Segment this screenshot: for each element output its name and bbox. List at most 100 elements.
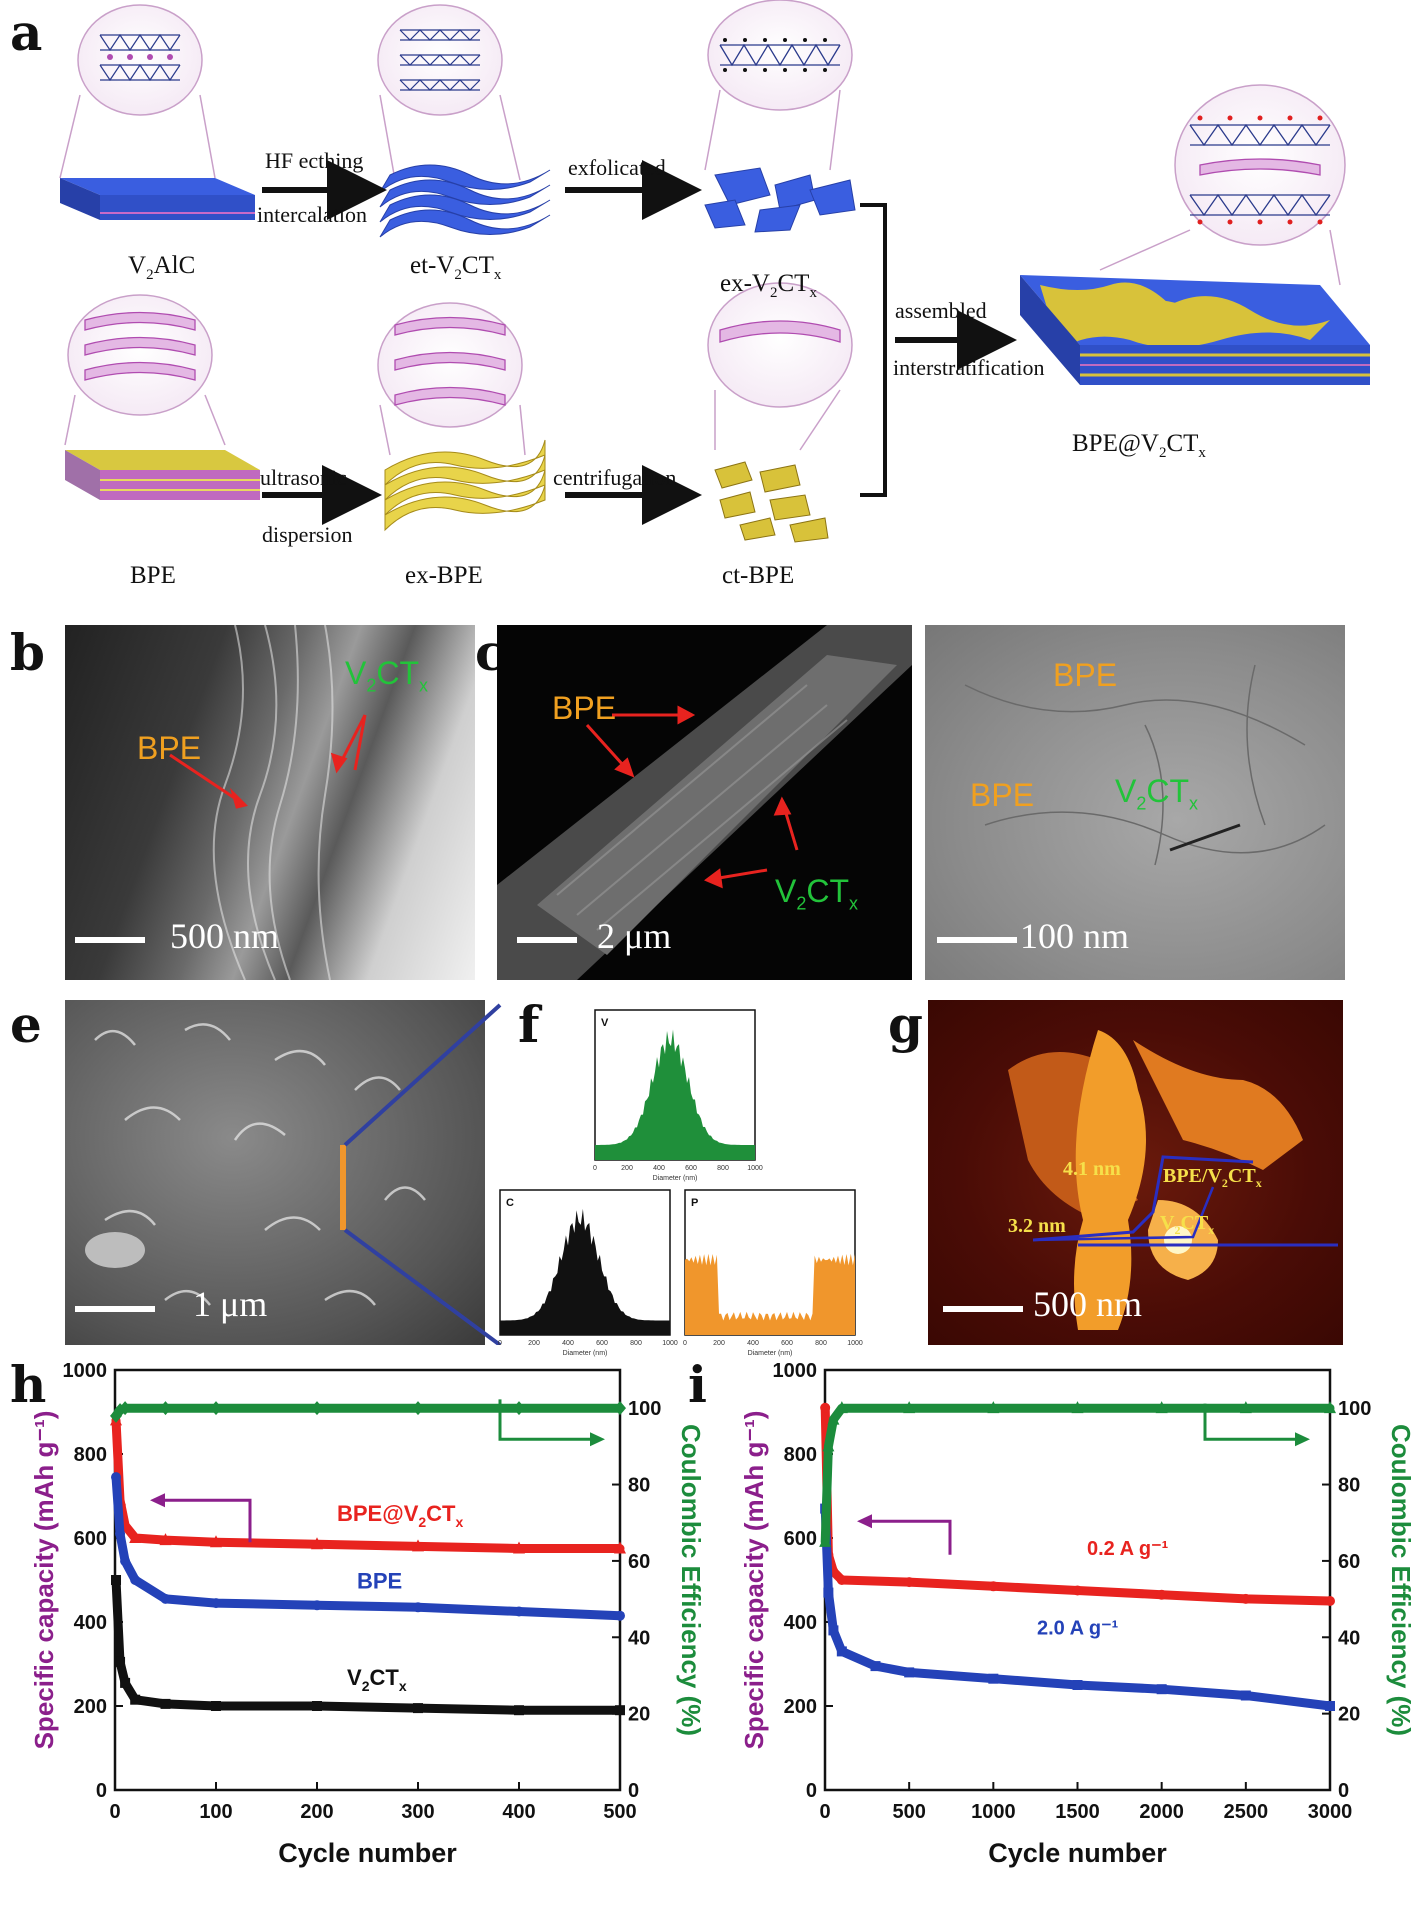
data-point	[615, 1705, 625, 1715]
tem-d-bpe-label-1: BPE	[1053, 657, 1117, 694]
eds-tick-label: 800	[717, 1165, 729, 1172]
y2-tick-label: 0	[628, 1780, 639, 1802]
step-interstratification: interstratification	[893, 355, 1045, 380]
et-v2ctx-shape	[380, 165, 550, 237]
x-tick-label: 1500	[1055, 1801, 1100, 1823]
data-point	[161, 1594, 171, 1604]
x-tick-label: 200	[300, 1801, 333, 1823]
eds-tick-label: 200	[713, 1340, 725, 1347]
x-tick-label: 0	[819, 1801, 830, 1823]
data-point	[871, 1661, 881, 1671]
v2alc-block	[60, 178, 255, 220]
data-point	[1157, 1684, 1167, 1694]
y2-tick-label: 60	[1338, 1551, 1360, 1573]
afm-image-g: 4.1 nm 3.2 nm BPE/V2CTx V2CTx 500 nm	[928, 1000, 1343, 1345]
annotation-v2ctx: V2CTx	[347, 1665, 407, 1694]
process-arrows	[262, 190, 1005, 495]
x-tick-label: 500	[892, 1801, 925, 1823]
step-hf-etching: HF ecthing	[265, 148, 363, 173]
data-point	[514, 1607, 524, 1617]
data-point	[828, 1625, 838, 1635]
data-point	[820, 1403, 830, 1413]
data-point	[823, 1588, 833, 1598]
bubble-et	[378, 5, 520, 180]
annotation-bpe-v2ctx: BPE@V2CTx	[337, 1501, 464, 1530]
series-2	[111, 1575, 625, 1715]
series-0	[110, 1413, 626, 1553]
data-point	[211, 1598, 221, 1608]
scale-bar-g	[943, 1306, 1023, 1312]
y-tick-label: 0	[806, 1780, 817, 1802]
data-point	[413, 1703, 423, 1713]
label-et-v2ctx: et-V2CTx	[410, 252, 501, 284]
bubble-ctbpe	[708, 283, 852, 450]
eds-tick-label: 400	[653, 1165, 665, 1172]
y2-axis-label: Coulombic Efficiency (%)	[676, 1424, 706, 1736]
label-bpe: BPE	[130, 562, 176, 590]
step-intercalation: intercalation	[257, 202, 367, 227]
sem-image-b: BPE V2CTx 500 nm	[65, 625, 475, 980]
data-point	[130, 1695, 140, 1705]
eds-element-label: C	[506, 1197, 514, 1209]
step-assembled: assembled	[895, 298, 987, 323]
x-tick-label: 2000	[1139, 1801, 1184, 1823]
data-point	[311, 1401, 323, 1415]
y2-axis-label: Coulombic Efficiency (%)	[1386, 1424, 1416, 1736]
bubble-ex	[705, 0, 852, 170]
afm-height-1: 4.1 nm	[1063, 1158, 1121, 1181]
x-tick-label: 400	[502, 1801, 535, 1823]
afm-label-bpe-v2ctx: BPE/V2CTx	[1163, 1165, 1262, 1191]
eds-tick-label: 0	[498, 1340, 502, 1347]
data-point	[412, 1401, 424, 1415]
chart-i-rate-cycling: 0500100015002000250030000200400600800100…	[712, 1355, 1425, 1907]
x-axis-label: Cycle number	[988, 1838, 1167, 1868]
data-point	[413, 1602, 423, 1612]
eds-tick-label: 400	[562, 1340, 574, 1347]
scale-label-c: 2 μm	[597, 915, 671, 957]
scale-label-d: 100 nm	[1020, 915, 1129, 957]
data-point	[1157, 1590, 1167, 1600]
y-tick-label: 1000	[773, 1360, 818, 1382]
eds-element-label: P	[691, 1197, 698, 1209]
data-point	[111, 1472, 121, 1482]
label-ex-v2ctx: ex-V2CTx	[720, 270, 817, 302]
zoom-lines-e-f	[340, 1000, 505, 1345]
eds-tick-label: 200	[621, 1165, 633, 1172]
y2-tick-label: 100	[628, 1398, 661, 1420]
series-1	[820, 1504, 1335, 1711]
eds-tick-label: 1000	[847, 1340, 863, 1347]
sem-b-v2ctx-label: V2CTx	[345, 655, 428, 696]
panel-label-e: e	[10, 1000, 42, 1050]
y-tick-label: 400	[74, 1612, 107, 1634]
ex-bpe-shape	[385, 440, 545, 530]
series-0	[820, 1403, 1335, 1606]
eds-tick-label: 1000	[747, 1165, 763, 1172]
y-axis-label: Specific capacity (mAh g⁻¹)	[739, 1411, 769, 1750]
y-axis-label: Specific capacity (mAh g⁻¹)	[29, 1411, 59, 1750]
y2-tick-label: 40	[1338, 1627, 1360, 1649]
eds-xlabel: Diameter (nm)	[653, 1175, 698, 1182]
scale-bar-d	[937, 937, 1017, 943]
data-point	[312, 1600, 322, 1610]
data-point	[115, 1529, 125, 1539]
label-ct-bpe: ct-BPE	[722, 562, 794, 590]
y-tick-label: 800	[784, 1444, 817, 1466]
x-tick-label: 500	[603, 1801, 636, 1823]
eds-tick-label: 200	[528, 1340, 540, 1347]
annotation-rate-2-0: 2.0 A g⁻¹	[1037, 1618, 1119, 1640]
eds-tick-label: 800	[815, 1340, 827, 1347]
data-point	[904, 1577, 914, 1587]
scale-bar-c	[517, 937, 577, 943]
data-point	[312, 1701, 322, 1711]
data-point	[161, 1699, 171, 1709]
data-point	[1241, 1594, 1251, 1604]
data-point	[1073, 1586, 1083, 1596]
y-tick-label: 600	[784, 1528, 817, 1550]
tem-d-bpe-label-2: BPE	[970, 777, 1034, 814]
data-point	[120, 1556, 130, 1566]
eds-tick-label: 0	[593, 1165, 597, 1172]
y-tick-label: 1000	[63, 1360, 108, 1382]
y2-tick-label: 80	[1338, 1475, 1360, 1497]
panel-a-schematic	[0, 0, 1425, 610]
